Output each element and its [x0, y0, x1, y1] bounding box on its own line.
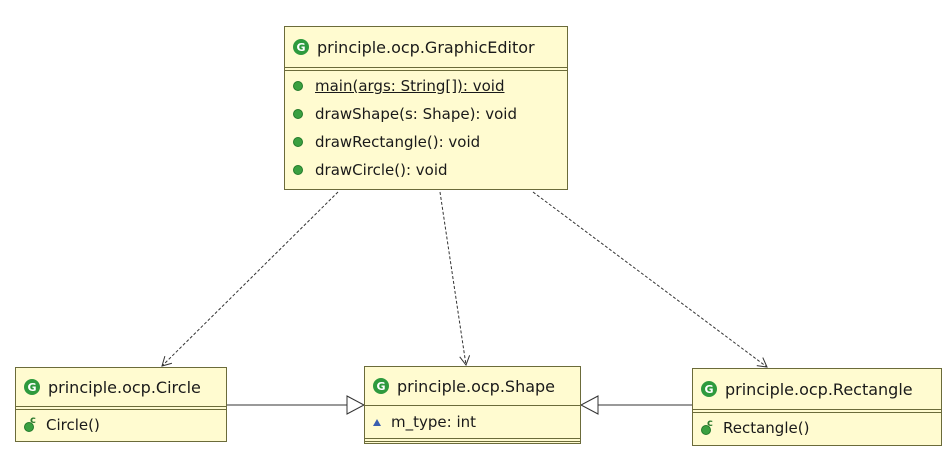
method-label: drawCircle(): void	[315, 161, 448, 179]
constructor-item: c Rectangle()	[693, 413, 941, 443]
dependency-editor-shape	[439, 191, 471, 367]
attributes-compartment	[693, 409, 941, 413]
method-label: main(args: String[]): void	[315, 77, 505, 95]
class-name: principle.ocp.GraphicEditor	[317, 37, 535, 57]
field-item: m_type: int	[365, 406, 580, 438]
class-header: G principle.ocp.Shape	[365, 367, 580, 405]
class-icon: G	[701, 381, 717, 397]
package-field-icon	[373, 418, 381, 426]
class-icon: G	[293, 39, 309, 55]
method-item: drawRectangle(): void	[285, 128, 567, 156]
class-name: principle.ocp.Rectangle	[725, 379, 913, 399]
public-method-icon	[293, 109, 303, 119]
dependency-editor-rectangle	[532, 191, 768, 368]
methods-compartment: main(args: String[]): void drawShape(s: …	[285, 71, 567, 184]
generalization-arrowhead-left	[346, 395, 366, 415]
class-graphic-editor[interactable]: G principle.ocp.GraphicEditor main(args:…	[284, 26, 568, 190]
class-icon: G	[373, 378, 389, 394]
public-method-icon	[293, 165, 303, 175]
class-header: G principle.ocp.GraphicEditor	[285, 27, 567, 67]
class-header: G principle.ocp.Circle	[16, 368, 226, 406]
class-rectangle[interactable]: G principle.ocp.Rectangle c Rectangle()	[692, 368, 942, 446]
method-item: main(args: String[]): void	[285, 72, 567, 100]
generalization-arrowhead-right	[579, 395, 599, 415]
dependency-editor-circle	[161, 191, 339, 367]
constructor-icon: c	[24, 415, 38, 433]
constructor-label: Rectangle()	[723, 419, 810, 437]
class-icon: G	[24, 379, 40, 395]
class-shape[interactable]: G principle.ocp.Shape m_type: int	[364, 366, 581, 444]
class-header: G principle.ocp.Rectangle	[693, 369, 941, 409]
constructor-label: Circle()	[46, 416, 100, 434]
public-method-icon	[293, 81, 303, 91]
field-label: m_type: int	[391, 413, 476, 431]
attributes-compartment	[285, 67, 567, 71]
class-circle[interactable]: G principle.ocp.Circle c Circle()	[15, 367, 227, 442]
method-label: drawShape(s: Shape): void	[315, 105, 517, 123]
constructor-icon: c	[701, 418, 715, 436]
attributes-top-border	[365, 405, 580, 406]
method-item: drawCircle(): void	[285, 156, 567, 184]
methods-compartment	[365, 438, 580, 442]
constructor-item: c Circle()	[16, 410, 226, 440]
attributes-compartment	[16, 406, 226, 410]
class-name: principle.ocp.Shape	[397, 376, 556, 396]
method-item: drawShape(s: Shape): void	[285, 100, 567, 128]
method-label: drawRectangle(): void	[315, 133, 481, 151]
public-method-icon	[293, 137, 303, 147]
class-name: principle.ocp.Circle	[48, 377, 201, 397]
